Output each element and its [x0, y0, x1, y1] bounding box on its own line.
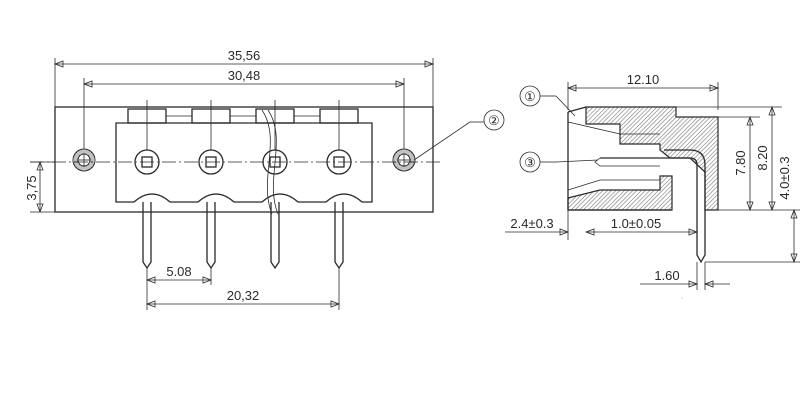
terminal-body [115, 122, 373, 203]
dim-pitch: 5.08 [145, 264, 213, 310]
dim-depth-label: 12.10 [627, 72, 660, 87]
top-tabs [127, 108, 359, 124]
flange-plate [54, 106, 434, 213]
dim-pitch-label: 5.08 [166, 264, 191, 279]
terminals [134, 100, 352, 175]
dim-h2-label: 8.20 [755, 145, 770, 170]
callout-2-label: ② [488, 114, 500, 129]
dim-h2: 8.20 [676, 105, 782, 212]
dim-mount-label: 30,48 [228, 68, 261, 83]
housing-outline [567, 106, 672, 211]
dim-overall: 35,56 [53, 48, 435, 107]
dim-span: 20,32 [145, 268, 341, 310]
mount-screw-right [392, 148, 416, 172]
dim-h3-label: 4.0±0.3 [777, 156, 792, 199]
callout-3: ③ [519, 151, 599, 173]
dim-gap: 1.0±0.05 [584, 210, 699, 240]
dim-overall-label: 35,56 [228, 48, 261, 63]
dim-span-label: 20,32 [227, 288, 260, 303]
side-pin [600, 149, 706, 264]
dim-pin-label: 1.60 [654, 268, 679, 283]
dim-depth: 12.10 [566, 72, 720, 110]
dim-height: 3,75 [24, 160, 55, 214]
side-view: 12.10 7.80 8.20 4.0±0.3 [505, 72, 800, 306]
dim-offset: 2.4±0.3 [505, 210, 570, 240]
callout-1-label: ① [524, 90, 536, 105]
break-wire [261, 109, 273, 215]
dim-gap-label: 1.0±0.05 [611, 216, 662, 231]
dim-h1: 7.80 [705, 115, 760, 212]
callout-3-label: ③ [524, 156, 536, 171]
callout-1: ① [519, 85, 576, 117]
dim-offset-label: 2.4±0.3 [510, 216, 553, 231]
dim-mount: 30,48 [82, 68, 406, 150]
callout-2: ② [413, 109, 505, 161]
svg-text:`: ` [681, 297, 684, 306]
mount-screw-left [72, 148, 96, 172]
dim-h1-label: 7.80 [733, 150, 748, 175]
dim-h3: 4.0±0.3 [705, 156, 800, 264]
dim-pin: 1.60 [640, 262, 730, 290]
front-view: 35,56 30,48 [24, 48, 505, 310]
dim-height-label: 3,75 [24, 175, 39, 200]
